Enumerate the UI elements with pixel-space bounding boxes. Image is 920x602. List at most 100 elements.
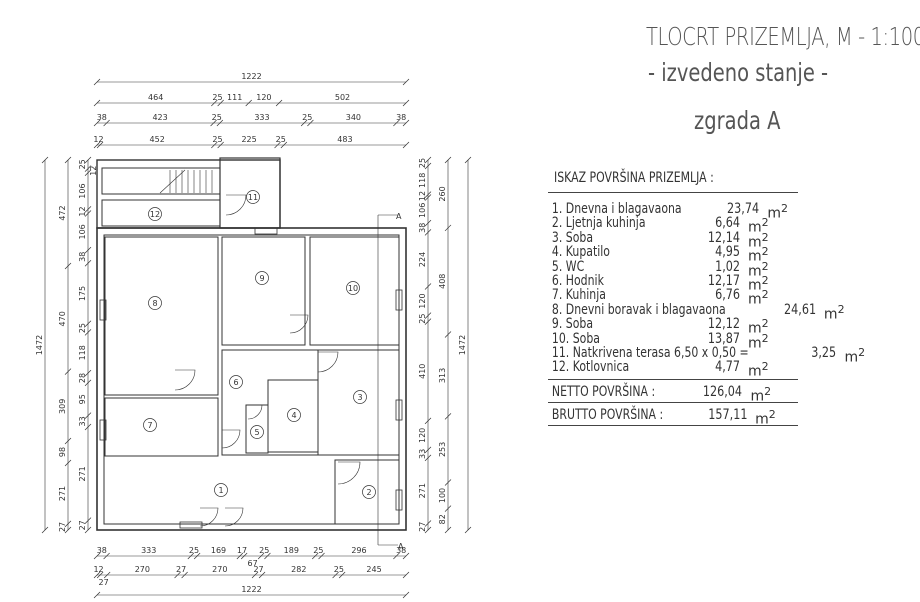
dimension-label: 12 — [78, 206, 87, 216]
area-table: ISKAZ POVRŠINA PRIZEMLJA : 1. Dnevna i b… — [548, 170, 865, 427]
dimension-tick — [96, 141, 104, 149]
room-number: 3 — [357, 393, 362, 402]
dimension-label: 225 — [241, 135, 256, 144]
room-area: 3,25 — [811, 344, 837, 361]
dimension-tick — [402, 552, 410, 560]
unit: m2 — [748, 259, 769, 280]
room-7-outline — [104, 397, 219, 457]
dimension-label: 189 — [284, 546, 299, 555]
dimension-label: 38 — [418, 223, 427, 233]
dimension-label: 27 — [176, 565, 186, 574]
dimension-tick — [424, 191, 432, 198]
dimension-label: 12 — [89, 166, 98, 176]
room-area: 6,76 — [715, 287, 740, 304]
window — [395, 399, 403, 421]
dimension-label: 333 — [141, 546, 156, 555]
inner-wall-outline — [103, 234, 400, 525]
dimension-tick — [424, 156, 432, 164]
dimension-tick — [84, 412, 92, 419]
dimension-label: 106 — [78, 183, 87, 198]
dimension-tick — [93, 571, 101, 579]
dimension-tick — [444, 479, 452, 486]
unit: m2 — [748, 360, 769, 380]
dimension-label: 224 — [418, 252, 427, 267]
unit: m2 — [748, 216, 769, 237]
room-number-circle — [148, 296, 162, 310]
dimension-label: 245 — [366, 565, 381, 574]
room-name: 10. Soba — [551, 330, 600, 347]
dimension-tick — [311, 552, 319, 560]
dimension-label: 106 — [78, 224, 87, 239]
dimension-tick — [84, 210, 92, 217]
room-number: 1 — [218, 486, 223, 495]
dimension-label: 423 — [152, 113, 167, 122]
room-area: 12,17 — [707, 272, 740, 289]
dimension-tick — [338, 571, 346, 579]
dimension-tick — [393, 552, 400, 560]
dimension-tick — [64, 526, 72, 534]
dimension-tick — [210, 119, 217, 127]
dimension-tick — [275, 99, 283, 107]
dimension-tick — [84, 423, 92, 431]
dimension-tick — [84, 517, 92, 524]
dimension-tick — [64, 437, 72, 445]
room-number-circle — [346, 281, 360, 295]
dimension-tick — [84, 206, 92, 213]
dimension-tick — [84, 156, 92, 164]
dimension-label: 33 — [78, 416, 87, 426]
dimension-tick — [64, 459, 72, 467]
door-swing — [199, 507, 219, 527]
room-number: 10 — [348, 284, 358, 293]
dimension-label: 410 — [418, 364, 427, 379]
unit: m2 — [748, 230, 769, 251]
room-name: 6. Hodnik — [551, 272, 604, 289]
dimension-tick — [64, 520, 72, 528]
dimension-tick — [84, 369, 92, 377]
dimension-label: 472 — [58, 205, 67, 220]
dimension-tick — [84, 320, 92, 328]
dimension-tick — [424, 162, 432, 170]
dimension-tick — [264, 552, 271, 560]
dimension-tick — [393, 119, 400, 127]
room-number-circle — [229, 375, 243, 389]
door-swing — [317, 351, 339, 373]
room-name: 5. WC — [551, 258, 585, 275]
dimension-label: 27 — [58, 522, 67, 532]
dimension-tick — [424, 417, 432, 425]
unit: m2 — [767, 202, 789, 222]
dimension-label: 120 — [418, 428, 427, 443]
dimension-tick — [444, 526, 452, 534]
dimension-label: 25 — [212, 93, 222, 102]
room-number: 9 — [259, 274, 264, 283]
unit: m2 — [823, 302, 845, 323]
dimension-label: 25 — [313, 546, 323, 555]
door-swing — [225, 194, 247, 216]
room-number: 2 — [366, 488, 371, 497]
dimension-tick — [402, 591, 410, 599]
walls — [96, 157, 407, 546]
dimension-label: 25 — [276, 135, 286, 144]
unit: m2 — [748, 273, 769, 294]
dimension-label: 253 — [438, 442, 447, 457]
room-area-row: 6. Hodnik 12,17 m2 — [548, 272, 798, 294]
dimension-label: 1222 — [241, 585, 261, 594]
room-name: 9. Soba — [551, 316, 594, 333]
dimension-label: 118 — [418, 173, 427, 188]
dimension-tick — [424, 520, 432, 527]
dimension-label: 270 — [135, 565, 150, 574]
dimension-label: 470 — [58, 311, 67, 326]
dimension-label: 464 — [148, 93, 163, 102]
dimension-tick — [444, 331, 452, 338]
room-10-outline — [309, 236, 400, 346]
dimension-tick — [84, 260, 92, 267]
dimension-tick — [424, 526, 432, 534]
dimension-label: 1472 — [35, 335, 44, 355]
